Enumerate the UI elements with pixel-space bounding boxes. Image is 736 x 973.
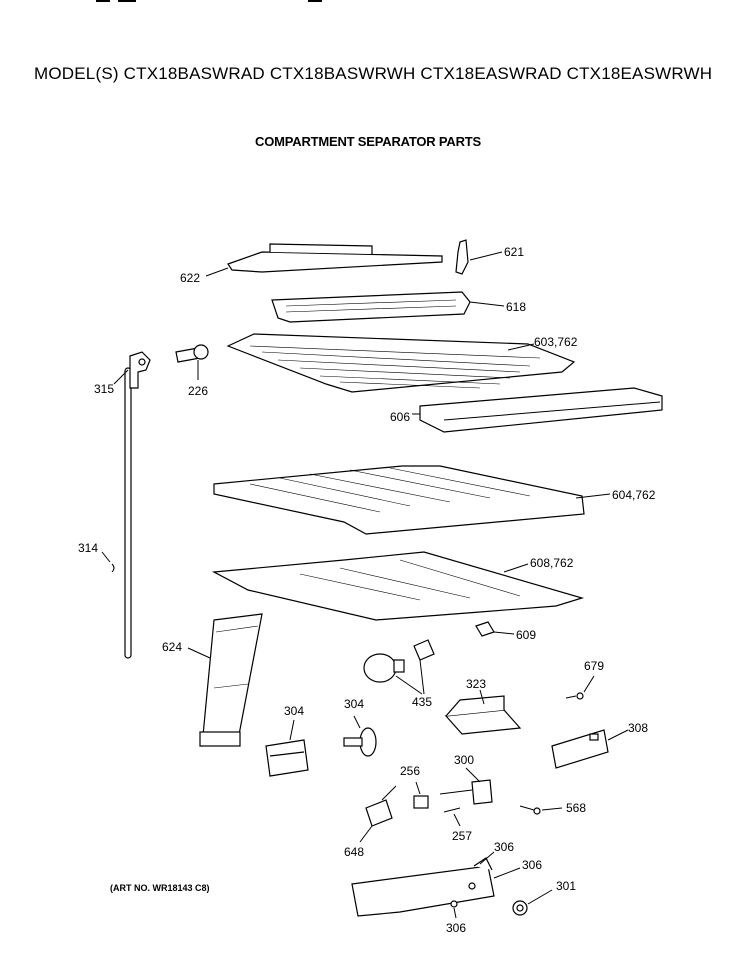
section-title: COMPARTMENT SEPARATOR PARTS (255, 134, 481, 149)
callout-256: 256 (400, 764, 420, 778)
part-323-bracket (444, 689, 522, 735)
part-622-cover (205, 243, 443, 277)
part-648-capacitor (359, 785, 397, 843)
callout-435: 435 (412, 695, 432, 709)
part-226 (175, 344, 209, 380)
callout-308: 308 (628, 721, 648, 735)
callout-306a: 306 (494, 840, 514, 854)
callout-648: 648 (344, 845, 364, 859)
part-304-knob (343, 715, 377, 757)
part-621 (455, 239, 503, 275)
header-fragment (96, 0, 322, 2)
part-308-board (551, 729, 629, 769)
callout-304a: 304 (284, 704, 304, 718)
part-609 (475, 621, 515, 637)
part-256 (413, 781, 429, 809)
callout-606: 606 (390, 410, 410, 424)
callout-621: 621 (504, 245, 524, 259)
callout-568: 568 (566, 801, 586, 815)
callout-257: 257 (452, 829, 472, 843)
callout-323: 323 (466, 677, 486, 691)
callout-679: 679 (584, 659, 604, 673)
part-306-bracket (351, 851, 521, 919)
part-304-housing (265, 719, 309, 777)
callout-306b: 306 (522, 858, 542, 872)
part-603-shelf (226, 333, 576, 393)
part-608-tray (211, 551, 585, 621)
callout-304b: 304 (344, 697, 364, 711)
part-679-screw (565, 675, 595, 700)
part-300 (439, 767, 493, 805)
callout-609: 609 (516, 628, 536, 642)
part-314-rod (101, 351, 151, 659)
model-line: MODEL(S) CTX18BASWRAD CTX18BASWRWH CTX18… (34, 64, 713, 83)
callout-622: 622 (180, 271, 200, 285)
callout-603: 603,762 (534, 335, 578, 349)
part-435-bulb (363, 639, 435, 695)
callout-624: 624 (162, 640, 182, 654)
part-301-nut (512, 889, 553, 916)
callout-301: 301 (556, 879, 576, 893)
part-618-shroud (271, 291, 505, 323)
part-257 (443, 807, 461, 827)
part-624-panel (187, 613, 263, 747)
part-568-screw (519, 805, 563, 815)
part-606-cover (412, 387, 663, 433)
art-number: (ART NO. WR18143 C8) (110, 883, 210, 893)
callout-315: 315 (94, 382, 114, 396)
callout-618: 618 (506, 300, 526, 314)
part-604-pan (213, 465, 611, 535)
callout-226: 226 (188, 384, 208, 398)
callout-608: 608,762 (530, 556, 574, 570)
callout-604: 604,762 (612, 488, 656, 502)
callout-300: 300 (454, 753, 474, 767)
callout-306c: 306 (446, 921, 466, 935)
callout-314: 314 (78, 541, 98, 555)
